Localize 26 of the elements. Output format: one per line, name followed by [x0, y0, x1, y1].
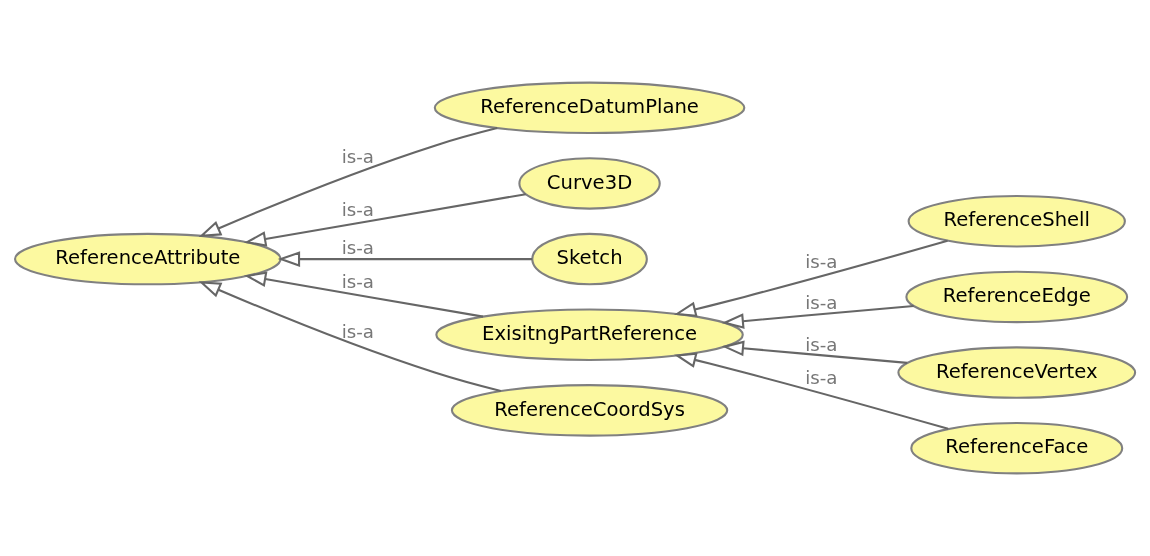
edge-label: is-a: [341, 270, 374, 292]
arrow: [721, 304, 914, 329]
arrow: [721, 340, 908, 364]
arrow: [277, 251, 533, 267]
node-ellipse: ReferenceFace: [910, 421, 1124, 475]
edge-label: is-a: [805, 291, 838, 313]
node-ellipse: Sketch: [531, 232, 648, 286]
edge-label: is-a: [341, 321, 374, 343]
arrow: [673, 239, 948, 317]
arrow: [198, 127, 498, 238]
arrow: [198, 281, 502, 393]
node-ellipse: ReferenceEdge: [905, 270, 1129, 324]
arrow: [673, 352, 949, 430]
node-ellipse: ReferenceDatumPlane: [433, 81, 746, 135]
edge-label: is-a: [341, 146, 374, 167]
edge-label: is-a: [805, 333, 838, 355]
node-ellipse: Curve3D: [518, 157, 661, 210]
edge-label: is-a: [805, 367, 838, 389]
node-ellipse: ReferenceCoordSys: [450, 384, 729, 437]
node-ellipse: ReferenceVertex: [897, 346, 1137, 399]
node-ellipse: ReferenceShell: [907, 195, 1126, 248]
edge-label: is-a: [341, 199, 374, 221]
edge-label: is-a: [341, 237, 374, 259]
edge-label: is-a: [805, 251, 838, 273]
arrow: [243, 271, 484, 318]
arrow: [243, 193, 526, 247]
